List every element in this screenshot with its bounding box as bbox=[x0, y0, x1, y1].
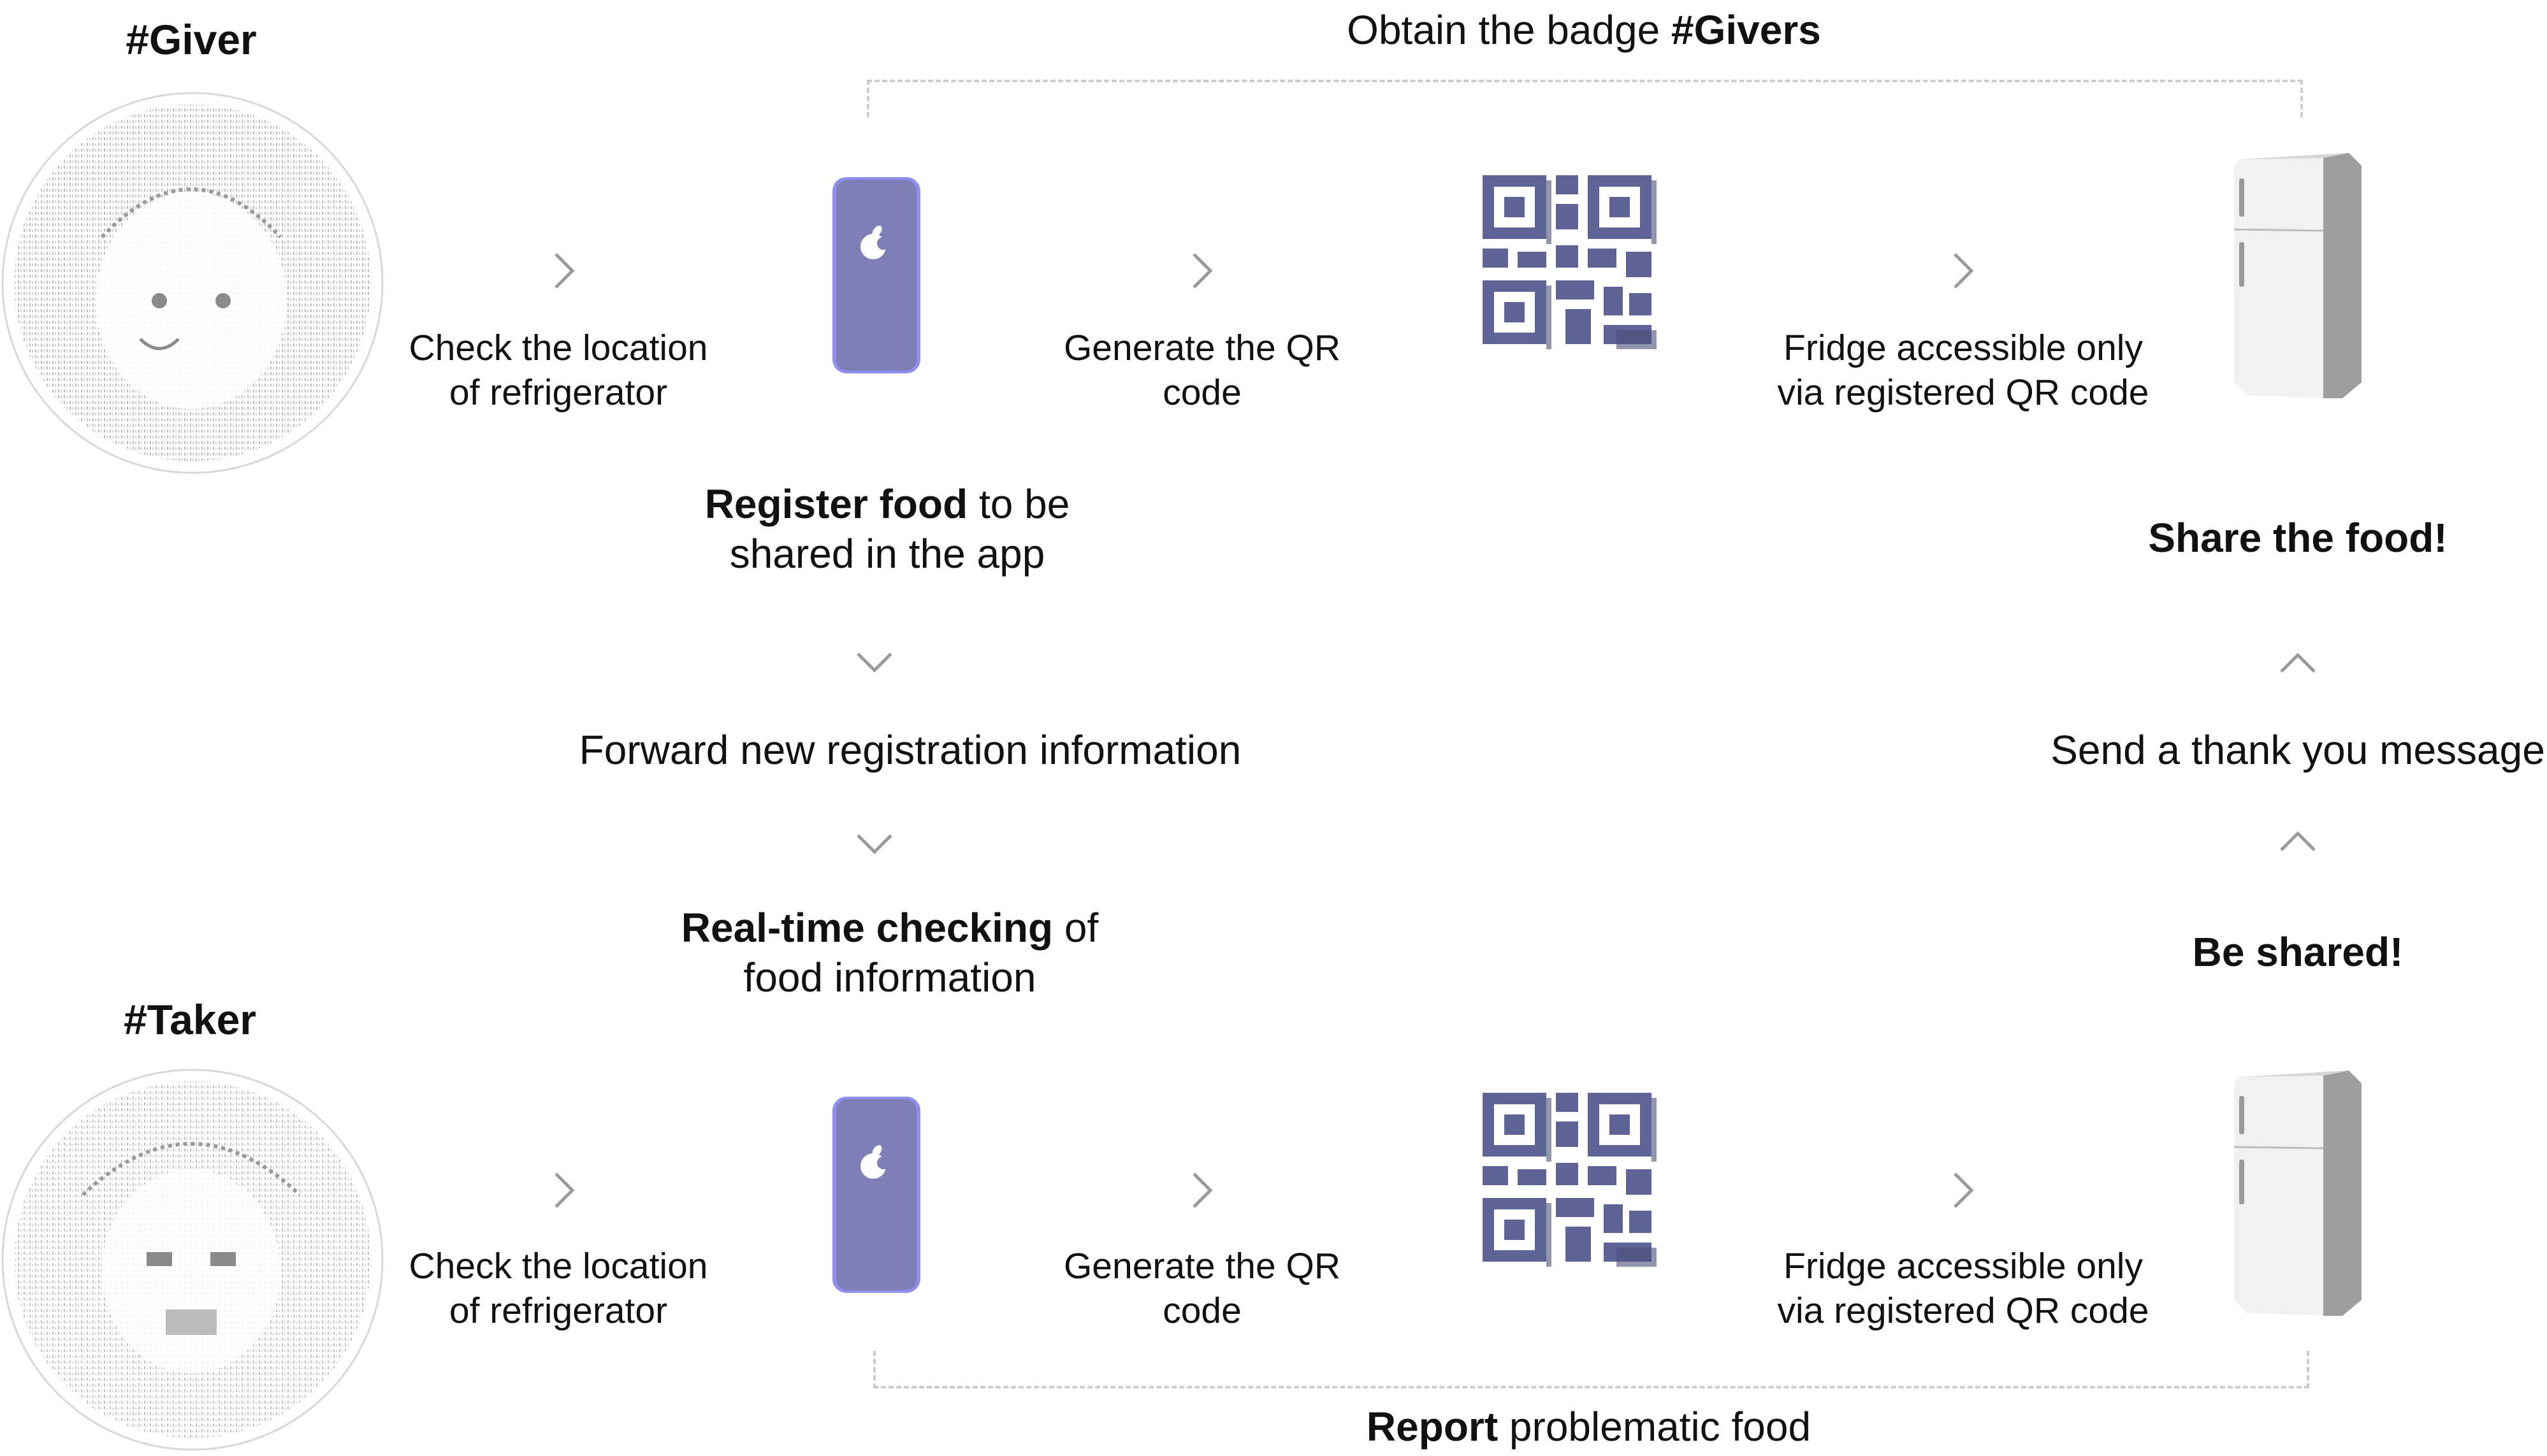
taker-step-qr: Generate the QR code bbox=[1063, 1246, 1341, 1331]
taker-arrow-3 bbox=[1951, 1171, 1977, 1213]
taker-avatar bbox=[0, 1067, 386, 1453]
thank-you-label: Send a thank you message bbox=[2050, 727, 2545, 773]
register-food-label: Register food to be shared in the app bbox=[704, 481, 1070, 577]
taker-step-location: Check the location of refrigerator bbox=[409, 1246, 708, 1331]
qr-code-icon bbox=[1483, 175, 1657, 373]
fridge-icon bbox=[2228, 1070, 2368, 1322]
giver-avatar bbox=[0, 90, 386, 476]
giver-step-qr: Generate the QR code bbox=[1063, 328, 1341, 413]
up-arrow-2 bbox=[2279, 828, 2317, 857]
qr-code-icon bbox=[1483, 1093, 1657, 1290]
share-food-label: Share the food! bbox=[2148, 515, 2448, 561]
report-label: Report problematic food bbox=[873, 1403, 2304, 1450]
phone-icon bbox=[829, 173, 924, 380]
badge-bracket bbox=[867, 80, 2303, 117]
report-rest: problematic food bbox=[1498, 1404, 1811, 1450]
badge-name: #Givers bbox=[1671, 7, 1821, 53]
realtime-label: Real-time checking of food information bbox=[681, 905, 1099, 1001]
fridge-icon bbox=[2228, 153, 2368, 405]
phone-icon bbox=[829, 1093, 924, 1300]
giver-step-location: Check the location of refrigerator bbox=[409, 328, 708, 413]
giver-arrow-2 bbox=[1190, 252, 1215, 293]
report-bold: Report bbox=[1366, 1404, 1498, 1450]
forward-label: Forward new registration information bbox=[579, 727, 1242, 773]
taker-step-fridge: Fridge accessible only via registered QR… bbox=[1777, 1246, 2149, 1331]
report-bracket bbox=[873, 1351, 2309, 1388]
giver-arrow-1 bbox=[552, 252, 577, 293]
badge-label: Obtain the badge #Givers bbox=[867, 6, 2301, 54]
be-shared-label: Be shared! bbox=[2192, 929, 2404, 975]
down-arrow-1 bbox=[855, 650, 894, 679]
giver-role-label: #Giver bbox=[126, 16, 257, 63]
down-arrow-2 bbox=[855, 832, 894, 860]
badge-prefix: Obtain the badge bbox=[1347, 7, 1671, 53]
giver-step-fridge: Fridge accessible only via registered QR… bbox=[1777, 328, 2149, 413]
taker-role-label: #Taker bbox=[124, 996, 256, 1043]
taker-arrow-2 bbox=[1190, 1171, 1215, 1213]
giver-arrow-3 bbox=[1951, 252, 1977, 293]
up-arrow-1 bbox=[2279, 650, 2317, 679]
taker-arrow-1 bbox=[552, 1171, 577, 1213]
